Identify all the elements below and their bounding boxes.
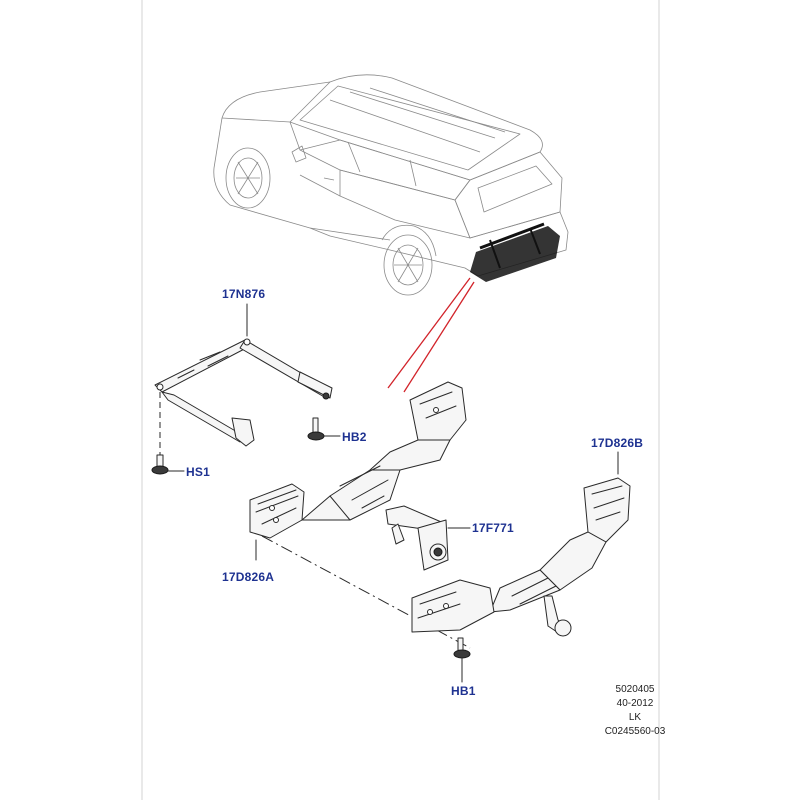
reference-code: LK <box>628 712 642 723</box>
bolt-HB1 <box>453 637 471 683</box>
callout-17F771: 17F771 <box>472 521 514 535</box>
callout-17D826B: 17D826B <box>591 436 644 450</box>
tow-bar-location-highlight <box>470 226 560 282</box>
location-leader-lines <box>387 277 475 393</box>
callout-HB1: HB1 <box>451 684 476 698</box>
reference-date: 40-2012 <box>616 698 654 709</box>
towbar-17D826A <box>249 381 471 649</box>
reference-drawing-id: C0245560-03 <box>604 726 666 737</box>
towbar-17D826B <box>411 451 631 637</box>
frame-border-right <box>658 0 660 800</box>
socket-bracket-17F771 <box>385 505 471 571</box>
callout-HB2: HB2 <box>342 430 367 444</box>
bolt-HS1 <box>151 454 185 475</box>
diagram-reference-info: 5020405 40-2012 LK C0245560-03 <box>560 683 710 739</box>
callout-17N876: 17N876 <box>222 287 266 301</box>
callout-17D826A: 17D826A <box>222 570 275 584</box>
reference-number: 5020405 <box>615 684 655 695</box>
vehicle-illustration <box>213 74 569 296</box>
callout-HS1: HS1 <box>186 465 210 479</box>
frame-border-left <box>141 0 143 800</box>
bolt-HB2 <box>307 417 341 441</box>
bracket-17N876 <box>154 303 333 455</box>
